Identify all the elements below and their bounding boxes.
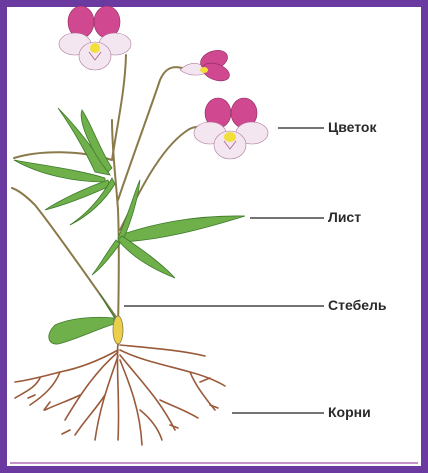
flower-right: [194, 98, 268, 159]
stems: [12, 55, 206, 345]
label-leaf: Лист: [328, 209, 361, 225]
label-roots: Корни: [328, 404, 371, 420]
roots: [15, 340, 225, 445]
leader-lines: [124, 128, 324, 413]
flower-side: [180, 47, 232, 85]
label-stem: Стебель: [328, 297, 387, 313]
bottom-divider: [10, 462, 418, 464]
flower-top: [59, 6, 131, 70]
label-flower: Цветок: [328, 119, 376, 135]
stem-base: [113, 316, 123, 344]
